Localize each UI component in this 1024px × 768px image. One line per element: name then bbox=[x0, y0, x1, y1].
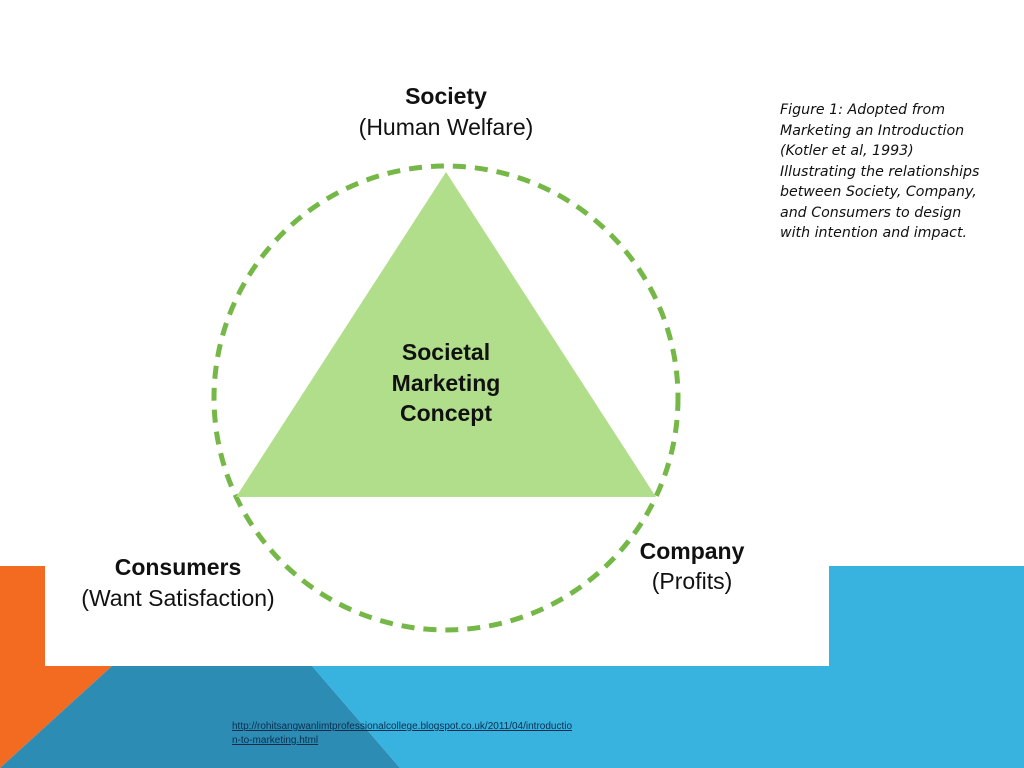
society-title: Society bbox=[405, 83, 487, 109]
concept-line-3: Concept bbox=[400, 400, 492, 426]
concept-triangle bbox=[236, 172, 656, 497]
blue-accent-shape-dark bbox=[0, 666, 400, 768]
blue-accent-shape-light bbox=[312, 566, 1024, 768]
consumers-title: Consumers bbox=[115, 554, 242, 580]
company-title: Company bbox=[640, 538, 745, 564]
concept-line-2: Marketing bbox=[392, 370, 501, 396]
society-subtitle: (Human Welfare) bbox=[359, 114, 534, 140]
concept-line-1: Societal bbox=[402, 339, 490, 365]
figure-caption: Figure 1: Adopted from Marketing an Intr… bbox=[780, 102, 980, 241]
consumers-subtitle: (Want Satisfaction) bbox=[81, 585, 274, 611]
company-subtitle: (Profits) bbox=[652, 568, 733, 594]
dashed-circle bbox=[211, 163, 681, 633]
orange-accent-shape bbox=[0, 566, 112, 768]
source-link[interactable]: http://rohitsangwanlimtprofessionalcolle… bbox=[232, 721, 573, 746]
